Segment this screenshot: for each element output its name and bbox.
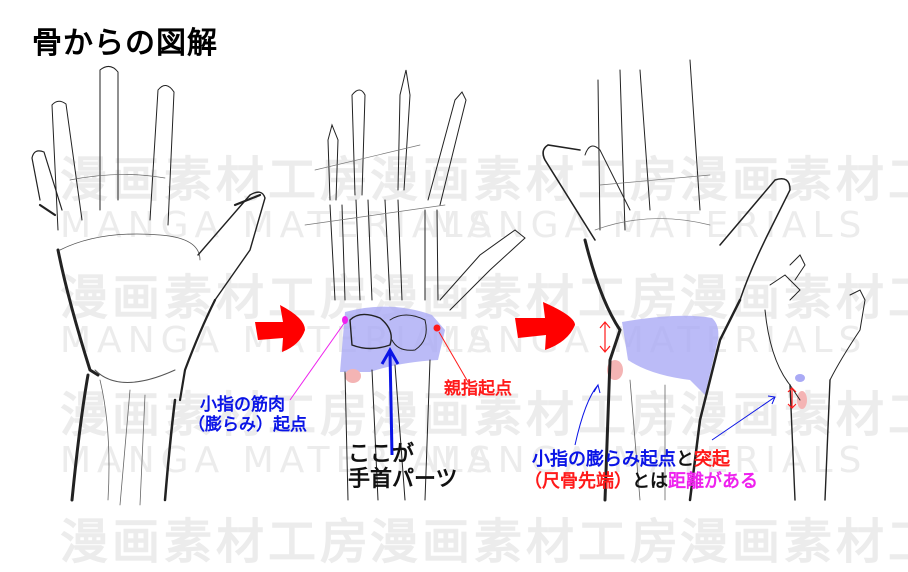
hand-sketch: [31, 66, 266, 506]
label-thumb-origin: 親指起点: [444, 379, 512, 399]
label-pinky-muscle-line2: （膨らみ）起点: [188, 415, 307, 436]
hand-skeleton: [289, 69, 526, 501]
label-wrist-parts-line1: ここが: [348, 442, 415, 467]
hand-wrist-detail: [542, 59, 791, 502]
label-pinky-muscle-line1: 小指の筋肉: [200, 395, 285, 415]
label-distance-toha: とは: [632, 470, 668, 492]
label-distance-protrusion: 突起: [694, 449, 730, 470]
label-distance-note: 小指の膨らみ起点と突起 （尺骨先端）とは距離がある: [524, 449, 758, 492]
hand-side-view-inset: [711, 254, 866, 501]
label-distance-ulna: （尺骨先端）: [524, 470, 632, 492]
label-distance-and: と: [676, 449, 694, 470]
label-wrist-parts: ここが 手首パーツ: [348, 442, 458, 493]
label-distance-gap: 距離がある: [668, 470, 758, 492]
label-distance-line2: （尺骨先端）とは距離がある: [524, 471, 758, 493]
arrow-right-icon: [515, 302, 575, 350]
label-distance-pinky: 小指の膨らみ起点: [532, 449, 676, 470]
arrow-right-icon: [255, 305, 305, 352]
label-distance-line1: 小指の膨らみ起点と突起: [532, 449, 758, 471]
label-pinky-muscle: 小指の筋肉 （膨らみ）起点: [188, 395, 307, 436]
page-title: 骨からの図解: [32, 26, 218, 61]
label-wrist-parts-line2: 手首パーツ: [348, 467, 458, 493]
